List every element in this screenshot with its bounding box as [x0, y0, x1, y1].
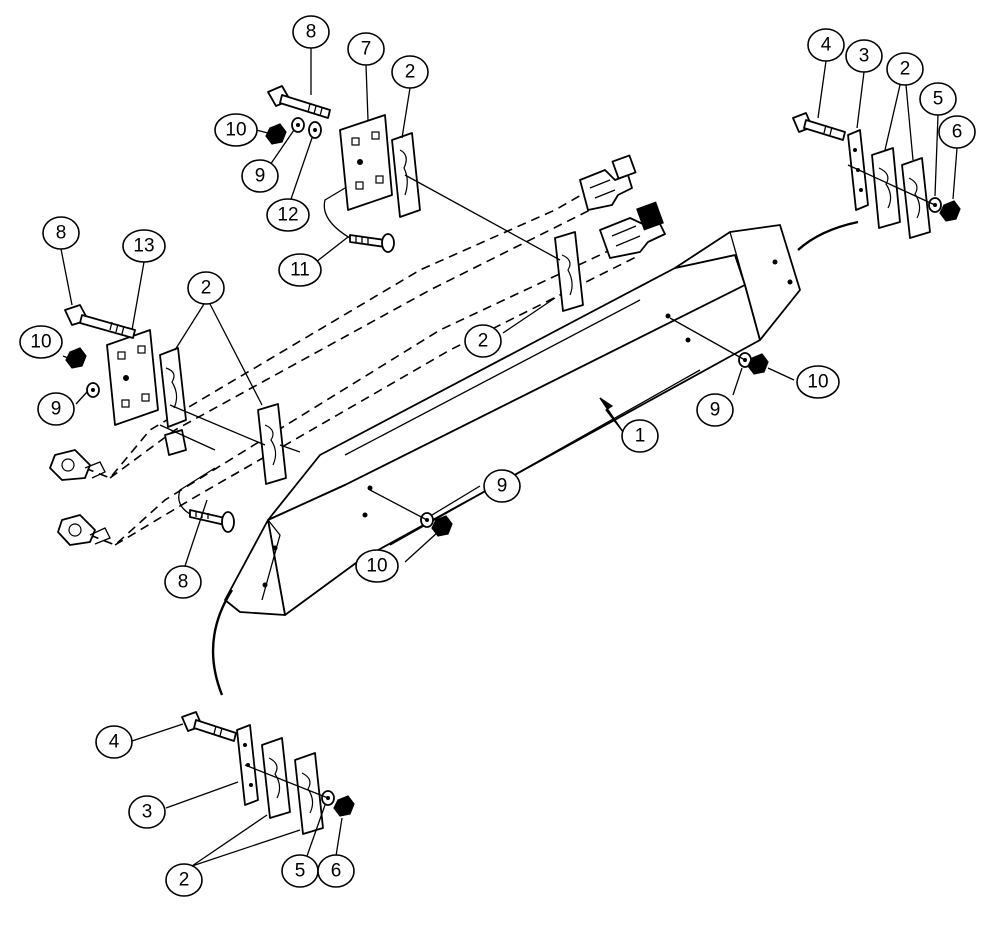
callout-6-bottom: 6 — [317, 854, 355, 888]
callout-8-left: 8 — [42, 216, 80, 250]
callout-12: 12 — [266, 198, 310, 232]
clamp-left-upper — [159, 347, 187, 428]
hose-fitting-right-lower — [599, 201, 666, 259]
clamp-bottom-b — [294, 752, 324, 835]
svg-text:10: 10 — [807, 372, 828, 393]
bolt-8-left — [64, 304, 136, 339]
arc-line-left — [211, 589, 234, 696]
bolt-11 — [323, 187, 395, 253]
svg-text:9: 9 — [51, 399, 62, 420]
assembly-lines — [159, 164, 936, 799]
callout-2-left: 2 — [187, 271, 225, 305]
callout-8-top: 8 — [292, 15, 330, 49]
svg-text:2: 2 — [201, 278, 212, 299]
callout-6-right: 6 — [938, 115, 976, 149]
plate-13 — [106, 329, 159, 426]
arc-line-right — [797, 220, 859, 251]
bolt-8-top — [267, 85, 331, 119]
callout-2-mid: 2 — [464, 324, 502, 358]
svg-text:2: 2 — [900, 59, 911, 80]
callout-5-bottom: 5 — [281, 854, 319, 888]
callout-3-right: 3 — [845, 39, 883, 73]
leader-lines — [60, 48, 958, 867]
svg-text:12: 12 — [277, 205, 298, 226]
callout-2-bottom: 2 — [165, 863, 203, 897]
svg-text:10: 10 — [225, 120, 246, 141]
svg-text:2: 2 — [478, 331, 489, 352]
hose-fitting-left-lower — [57, 514, 111, 546]
callout-5-right: 5 — [919, 82, 957, 116]
svg-text:13: 13 — [133, 236, 154, 257]
hoses — [84, 189, 641, 546]
svg-text:5: 5 — [933, 89, 944, 110]
clamp-left-lower — [257, 403, 287, 485]
nut-6-right — [939, 200, 961, 222]
callouts: 8 7 2 10 9 12 11 4 3 2 5 6 8 13 2 10 9 2… — [19, 15, 976, 897]
callout-10-left: 10 — [19, 325, 63, 359]
svg-text:8: 8 — [306, 22, 317, 43]
callout-7: 7 — [347, 32, 385, 66]
svg-text:9: 9 — [497, 476, 508, 497]
svg-text:10: 10 — [30, 332, 51, 353]
nut-10-lower — [431, 515, 453, 537]
hose-fitting-left-upper — [49, 449, 106, 481]
plate-3-bottom — [236, 724, 259, 806]
spacer-left — [164, 429, 187, 456]
svg-text:2: 2 — [179, 870, 190, 891]
nut-10-top — [265, 123, 287, 145]
svg-text:3: 3 — [859, 46, 870, 67]
svg-text:9: 9 — [255, 166, 266, 187]
callout-10-lower: 10 — [355, 549, 399, 583]
clamp-right-a — [871, 147, 901, 229]
svg-text:8: 8 — [56, 223, 67, 244]
svg-text:4: 4 — [821, 35, 832, 56]
callout-4-right: 4 — [807, 28, 845, 62]
svg-text:9: 9 — [710, 400, 721, 421]
svg-text:7: 7 — [361, 39, 372, 60]
hose-fitting-right-upper — [579, 154, 637, 211]
svg-text:6: 6 — [952, 122, 963, 143]
callout-1: 1 — [621, 419, 659, 453]
callout-10-top: 10 — [214, 113, 258, 147]
nut-10-left — [65, 347, 87, 369]
callout-3-bottom: 3 — [128, 795, 166, 829]
svg-text:3: 3 — [142, 802, 153, 823]
callout-11: 11 — [278, 253, 322, 287]
callout-2-right: 2 — [886, 52, 924, 86]
svg-text:4: 4 — [109, 732, 120, 753]
svg-text:6: 6 — [331, 861, 342, 882]
callout-8-lower: 8 — [164, 565, 202, 599]
callout-9-top: 9 — [241, 159, 279, 193]
callout-9-mid: 9 — [696, 393, 734, 427]
callout-9-left: 9 — [37, 392, 75, 426]
callout-4-bottom: 4 — [95, 725, 133, 759]
svg-text:5: 5 — [295, 861, 306, 882]
nut-6-bottom — [333, 795, 355, 817]
callout-10-mid: 10 — [796, 365, 840, 399]
clamp-right-b — [901, 157, 931, 239]
svg-text:11: 11 — [290, 260, 310, 281]
callout-9-lower: 9 — [483, 469, 521, 503]
bolt-8-lower — [178, 467, 235, 533]
clamp-mid-center — [554, 231, 584, 312]
nut-10-mid — [747, 353, 769, 375]
callout-13: 13 — [122, 229, 166, 263]
svg-text:1: 1 — [635, 426, 646, 447]
bolt-4-bottom — [181, 711, 237, 742]
svg-text:8: 8 — [178, 572, 189, 593]
bolt-4-right — [792, 112, 846, 141]
svg-text:10: 10 — [366, 556, 387, 577]
callout-2-top: 2 — [391, 55, 429, 89]
svg-text:2: 2 — [405, 62, 416, 83]
plate-7 — [339, 114, 393, 211]
main-beam — [224, 224, 801, 616]
